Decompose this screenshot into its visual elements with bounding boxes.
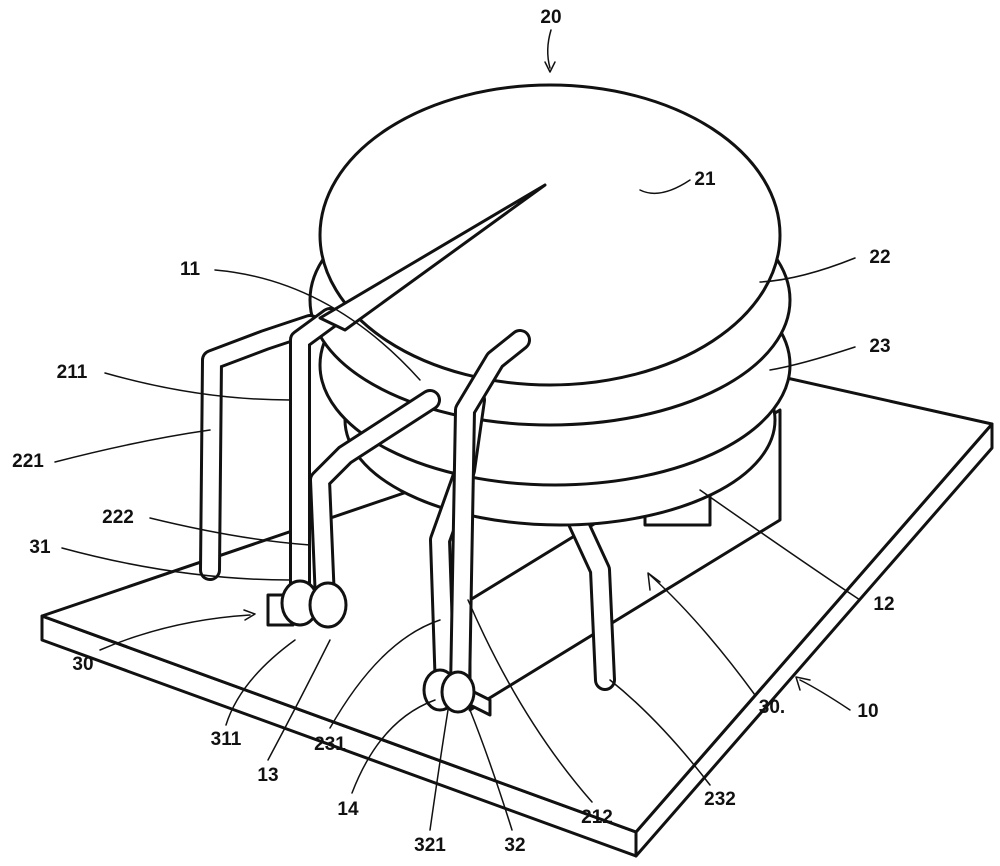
label-22: 22 [869,247,891,268]
label-232: 232 [704,789,736,810]
label-23: 23 [869,336,891,357]
label-211: 211 [56,362,88,383]
label-31: 31 [29,537,51,558]
wires [199,307,531,701]
label-10: 10 [857,701,879,722]
label-231: 231 [314,734,346,755]
label-12: 12 [873,594,895,615]
label-221: 221 [12,451,44,472]
label-30: 30 [72,654,94,675]
label-212: 212 [581,807,613,828]
lead-11 [318,183,547,332]
label-311: 311 [210,729,242,750]
label-13: 13 [257,765,279,786]
label-30-second: 30. [758,697,786,718]
label-14: 14 [337,799,359,820]
leader-lines [54,29,861,831]
coil-body [308,83,792,527]
label-321: 321 [414,835,446,856]
label-222: 222 [102,507,134,528]
label-20: 20 [540,7,562,28]
solder-joints [280,579,476,714]
label-21: 21 [694,169,716,190]
label-11: 11 [179,259,201,280]
label-32: 32 [504,835,526,856]
